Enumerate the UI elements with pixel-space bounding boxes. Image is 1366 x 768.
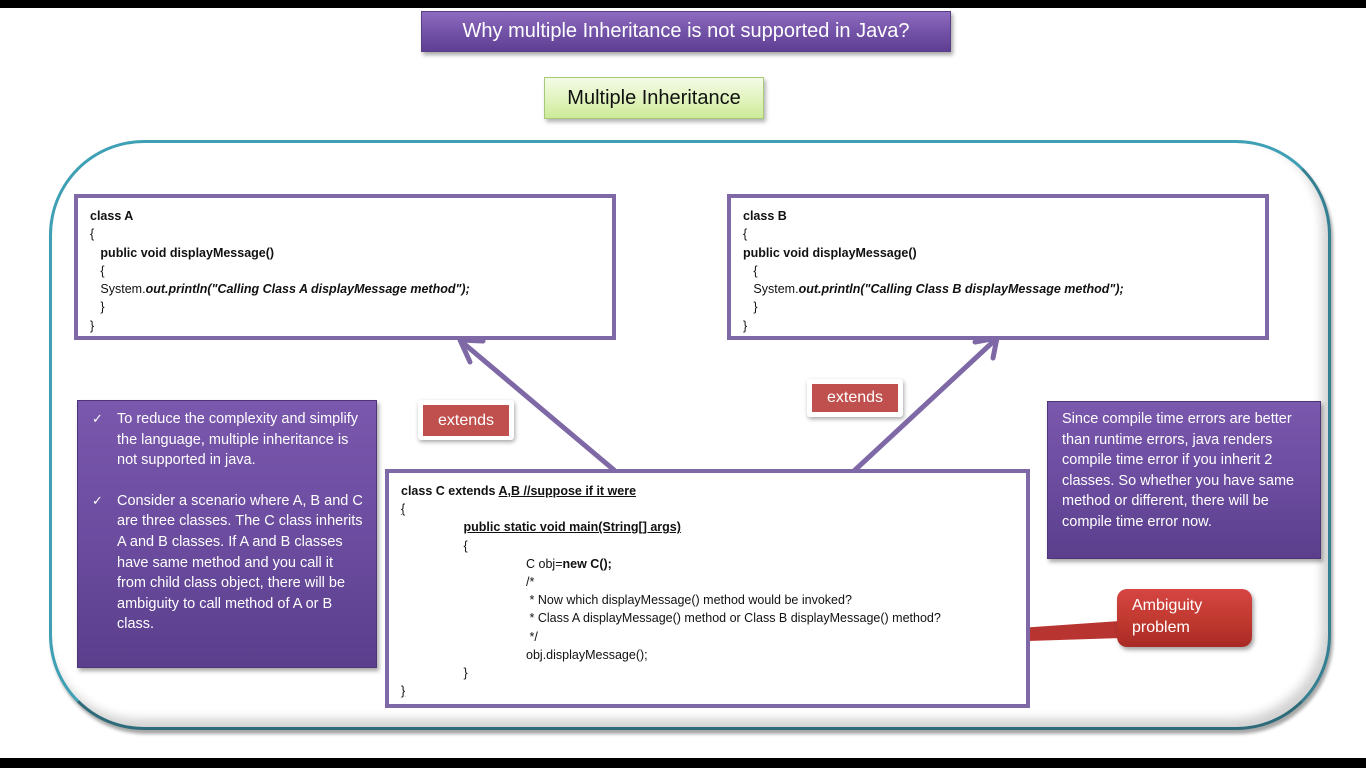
code-indent	[401, 557, 526, 571]
code-token: public void displayMessage()	[100, 245, 275, 260]
code-indent	[90, 300, 100, 314]
code-line: }	[743, 317, 1265, 335]
code-line: obj.displayMessage();	[401, 646, 1026, 664]
code-line: System.out.println("Calling Class A disp…	[90, 280, 612, 298]
class-a-code-box: class A{ public void displayMessage() { …	[74, 194, 616, 340]
code-line: }	[401, 664, 1026, 682]
code-indent	[401, 666, 464, 680]
code-line: public void displayMessage()	[743, 244, 1265, 262]
code-indent	[743, 300, 753, 314]
code-line: class A	[90, 207, 612, 225]
code-token: A,B //suppose if it were	[498, 484, 637, 498]
code-line: class C extends A,B //suppose if it were	[401, 482, 1026, 500]
code-line: */	[401, 628, 1026, 646]
code-token: {	[753, 263, 758, 278]
code-token: obj.displayMessage();	[526, 647, 648, 662]
code-indent	[90, 282, 100, 296]
code-line: /*	[401, 573, 1026, 591]
code-token: {	[90, 227, 95, 242]
extends-label-right: extends	[807, 379, 903, 417]
code-token: out.println("Calling Class B displayMess…	[798, 282, 1124, 297]
code-indent	[401, 630, 526, 644]
code-token: public static void main(String[] args)	[463, 520, 681, 535]
code-indent	[401, 575, 526, 589]
code-indent	[401, 520, 464, 534]
code-indent	[401, 593, 526, 607]
code-line: }	[90, 317, 612, 335]
reasons-note: ✓ To reduce the complexity and simplify …	[77, 400, 377, 668]
code-token: }	[463, 665, 468, 680]
code-indent	[401, 611, 526, 625]
extends-label-left-text: extends	[423, 405, 509, 436]
code-line: {	[401, 500, 1026, 518]
code-line: * Class A displayMessage() method or Cla…	[401, 609, 1026, 627]
compile-error-note-text: Since compile time errors are better tha…	[1062, 411, 1295, 530]
top-black-bar	[0, 0, 1366, 8]
code-token: {	[463, 538, 468, 553]
code-line: }	[743, 298, 1265, 316]
code-token: {	[100, 263, 105, 278]
compile-error-note: Since compile time errors are better tha…	[1047, 401, 1321, 559]
note-bullet-text: Consider a scenario where A, B and C are…	[117, 492, 363, 633]
code-token: /*	[526, 574, 535, 589]
code-token: C obj=	[526, 556, 563, 571]
code-line: {	[401, 537, 1026, 555]
slide-title: Why multiple Inheritance is not supporte…	[421, 11, 951, 52]
code-indent	[401, 648, 526, 662]
code-token: out.println("Calling Class A displayMess…	[145, 282, 470, 297]
code-indent	[90, 264, 100, 278]
note-bullet: ✓ To reduce the complexity and simplify …	[92, 409, 366, 471]
code-line: * Now which displayMessage() method woul…	[401, 591, 1026, 609]
extends-label-left: extends	[418, 400, 514, 440]
extends-label-right-text: extends	[812, 384, 898, 412]
code-line: public void displayMessage()	[90, 244, 612, 262]
bottom-black-bar	[0, 758, 1366, 768]
code-indent	[743, 282, 753, 296]
code-token: System.	[753, 282, 799, 297]
code-token: class C extends	[401, 484, 499, 498]
code-indent	[743, 264, 753, 278]
arrow-c-to-b	[852, 337, 998, 473]
code-line: {	[743, 225, 1265, 243]
code-token: System.	[100, 282, 146, 297]
section-heading: Multiple Inheritance	[544, 77, 764, 119]
arrow-c-to-a-head	[457, 337, 486, 365]
code-token: {	[743, 227, 748, 242]
code-token: }	[90, 318, 95, 333]
class-b-code-box: class B { public void displayMessage() { S…	[727, 194, 1269, 340]
code-token: {	[401, 502, 406, 517]
code-indent	[90, 246, 100, 260]
code-line: {	[90, 225, 612, 243]
callout-line-2: problem	[1132, 619, 1190, 636]
code-token: }	[743, 318, 748, 333]
code-line: class B	[743, 207, 1265, 225]
code-token: class A	[90, 209, 134, 223]
callout-line-1: Ambiguity	[1132, 597, 1203, 614]
code-token: class B	[743, 209, 787, 223]
class-c-code-box: class C extends A,B //suppose if it were…	[385, 469, 1030, 708]
note-bullet-text: To reduce the complexity and simplify th…	[117, 411, 358, 469]
code-line: }	[401, 682, 1026, 700]
code-line: {	[743, 262, 1265, 280]
code-line: public static void main(String[] args)	[401, 518, 1026, 536]
code-token: */	[526, 629, 538, 644]
code-line: }	[90, 298, 612, 316]
code-token: }	[753, 300, 758, 315]
code-token: }	[100, 300, 105, 315]
note-bullet: ✓ Consider a scenario where A, B and C a…	[92, 491, 366, 635]
code-token: new C();	[562, 556, 612, 571]
code-line: {	[90, 262, 612, 280]
ambiguity-callout: Ambiguity problem	[1117, 589, 1252, 647]
code-token: }	[401, 684, 406, 699]
code-token: public void displayMessage()	[743, 245, 917, 260]
code-line: System.out.println("Calling Class B disp…	[743, 280, 1265, 298]
checkmark-icon: ✓	[92, 411, 103, 426]
arrow-c-to-a	[459, 339, 617, 473]
code-indent	[401, 539, 464, 553]
checkmark-icon: ✓	[92, 492, 103, 508]
code-token: * Now which displayMessage() method woul…	[526, 593, 852, 608]
code-token: * Class A displayMessage() method or Cla…	[526, 611, 941, 626]
code-line: C obj=new C();	[401, 555, 1026, 573]
